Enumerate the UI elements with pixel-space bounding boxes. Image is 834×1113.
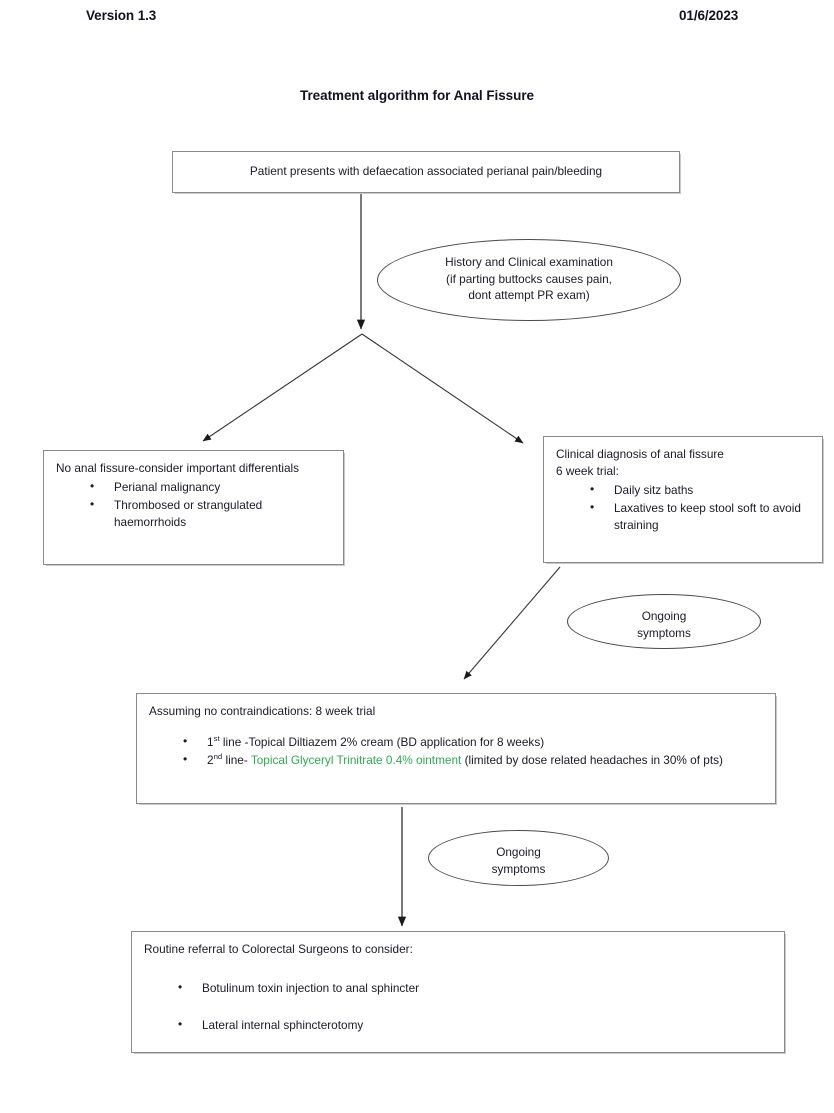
list-item: Laxatives to keep stool soft to avoid st… bbox=[590, 499, 810, 534]
edge-clinical-dx-to-eight-week bbox=[463, 566, 561, 680]
node-no-anal-fissure: No anal fissure-consider important diffe… bbox=[43, 450, 344, 565]
bullet-2-suffix: (limited by dose related headaches in 30… bbox=[461, 753, 723, 768]
bullet-2-ordinal-suffix: nd bbox=[213, 752, 223, 762]
node-eight-week-trial: Assuming no contraindications: 8 week tr… bbox=[136, 693, 776, 804]
referral-bullet-list: Botulinum toxin injection to anal sphinc… bbox=[144, 979, 772, 1034]
list-item: Botulinum toxin injection to anal sphinc… bbox=[178, 979, 772, 997]
eight-week-heading: Assuming no contraindications: 8 week tr… bbox=[149, 704, 376, 718]
list-item: Perianal malignancy bbox=[90, 478, 331, 496]
bullet-1-rest: line -Topical Diltiazem 2% cream (BD app… bbox=[219, 735, 545, 750]
bullet-1-ordinal: 1 bbox=[207, 735, 214, 750]
ongoing-2-line-1: Ongoing bbox=[496, 845, 541, 860]
node-history-examination: History and Clinical examination (if par… bbox=[377, 239, 681, 321]
no-fissure-heading: No anal fissure-consider important diffe… bbox=[56, 461, 300, 475]
node-ongoing-symptoms-2: Ongoing symptoms bbox=[428, 830, 609, 886]
node-patient-presentation: Patient presents with defaecation associ… bbox=[172, 151, 680, 193]
node-clinical-diagnosis: Clinical diagnosis of anal fissure 6 wee… bbox=[543, 436, 823, 563]
referral-heading: Routine referral to Colorectal Surgeons … bbox=[144, 942, 413, 956]
list-item: Daily sitz baths bbox=[590, 481, 810, 499]
clinical-dx-bullet-list: Daily sitz baths Laxatives to keep stool… bbox=[556, 481, 810, 534]
list-item: Lateral internal sphincterotomy bbox=[178, 1016, 772, 1034]
ongoing-2-line-2: symptoms bbox=[491, 862, 546, 876]
page-title: Treatment algorithm for Anal Fissure bbox=[300, 88, 534, 103]
history-line-2: (if parting buttocks causes pain, bbox=[446, 271, 612, 286]
history-line-3: dont attempt PR exam) bbox=[468, 288, 590, 303]
list-item: 1st line -Topical Diltiazem 2% cream (BD… bbox=[183, 733, 763, 751]
edge-split-to-clinical-dx bbox=[361, 333, 524, 444]
bullet-2-prefix: line- bbox=[222, 753, 251, 768]
version-label: Version 1.3 bbox=[86, 8, 157, 23]
history-line-1: History and Clinical examination bbox=[445, 254, 613, 269]
list-item: Thrombosed or strangulated haemorrhoids bbox=[90, 496, 331, 531]
node-presentation-text: Patient presents with defaecation associ… bbox=[249, 164, 603, 178]
bullet-2-green-text: Topical Glyceryl Trinitrate 0.4% ointmen… bbox=[250, 753, 462, 768]
no-fissure-bullet-list: Perianal malignancy Thrombosed or strang… bbox=[56, 478, 331, 531]
clinical-dx-heading-1: Clinical diagnosis of anal fissure bbox=[556, 447, 724, 461]
ongoing-1-line-1: Ongoing bbox=[641, 608, 687, 623]
date-label: 01/6/2023 bbox=[679, 8, 739, 23]
edge-split-to-no-fissure bbox=[202, 333, 363, 442]
list-item: 2nd line- Topical Glyceryl Trinitrate 0.… bbox=[183, 751, 763, 769]
eight-week-bullet-list: 1st line -Topical Diltiazem 2% cream (BD… bbox=[149, 733, 763, 769]
bullet-1-ordinal-suffix: st bbox=[213, 734, 220, 744]
node-routine-referral: Routine referral to Colorectal Surgeons … bbox=[131, 931, 785, 1053]
clinical-dx-heading-2: 6 week trial: bbox=[556, 464, 619, 479]
ongoing-1-line-2: symptoms bbox=[637, 625, 691, 640]
bullet-2-ordinal: 2 bbox=[207, 753, 214, 768]
node-ongoing-symptoms-1: Ongoing symptoms bbox=[567, 594, 761, 649]
